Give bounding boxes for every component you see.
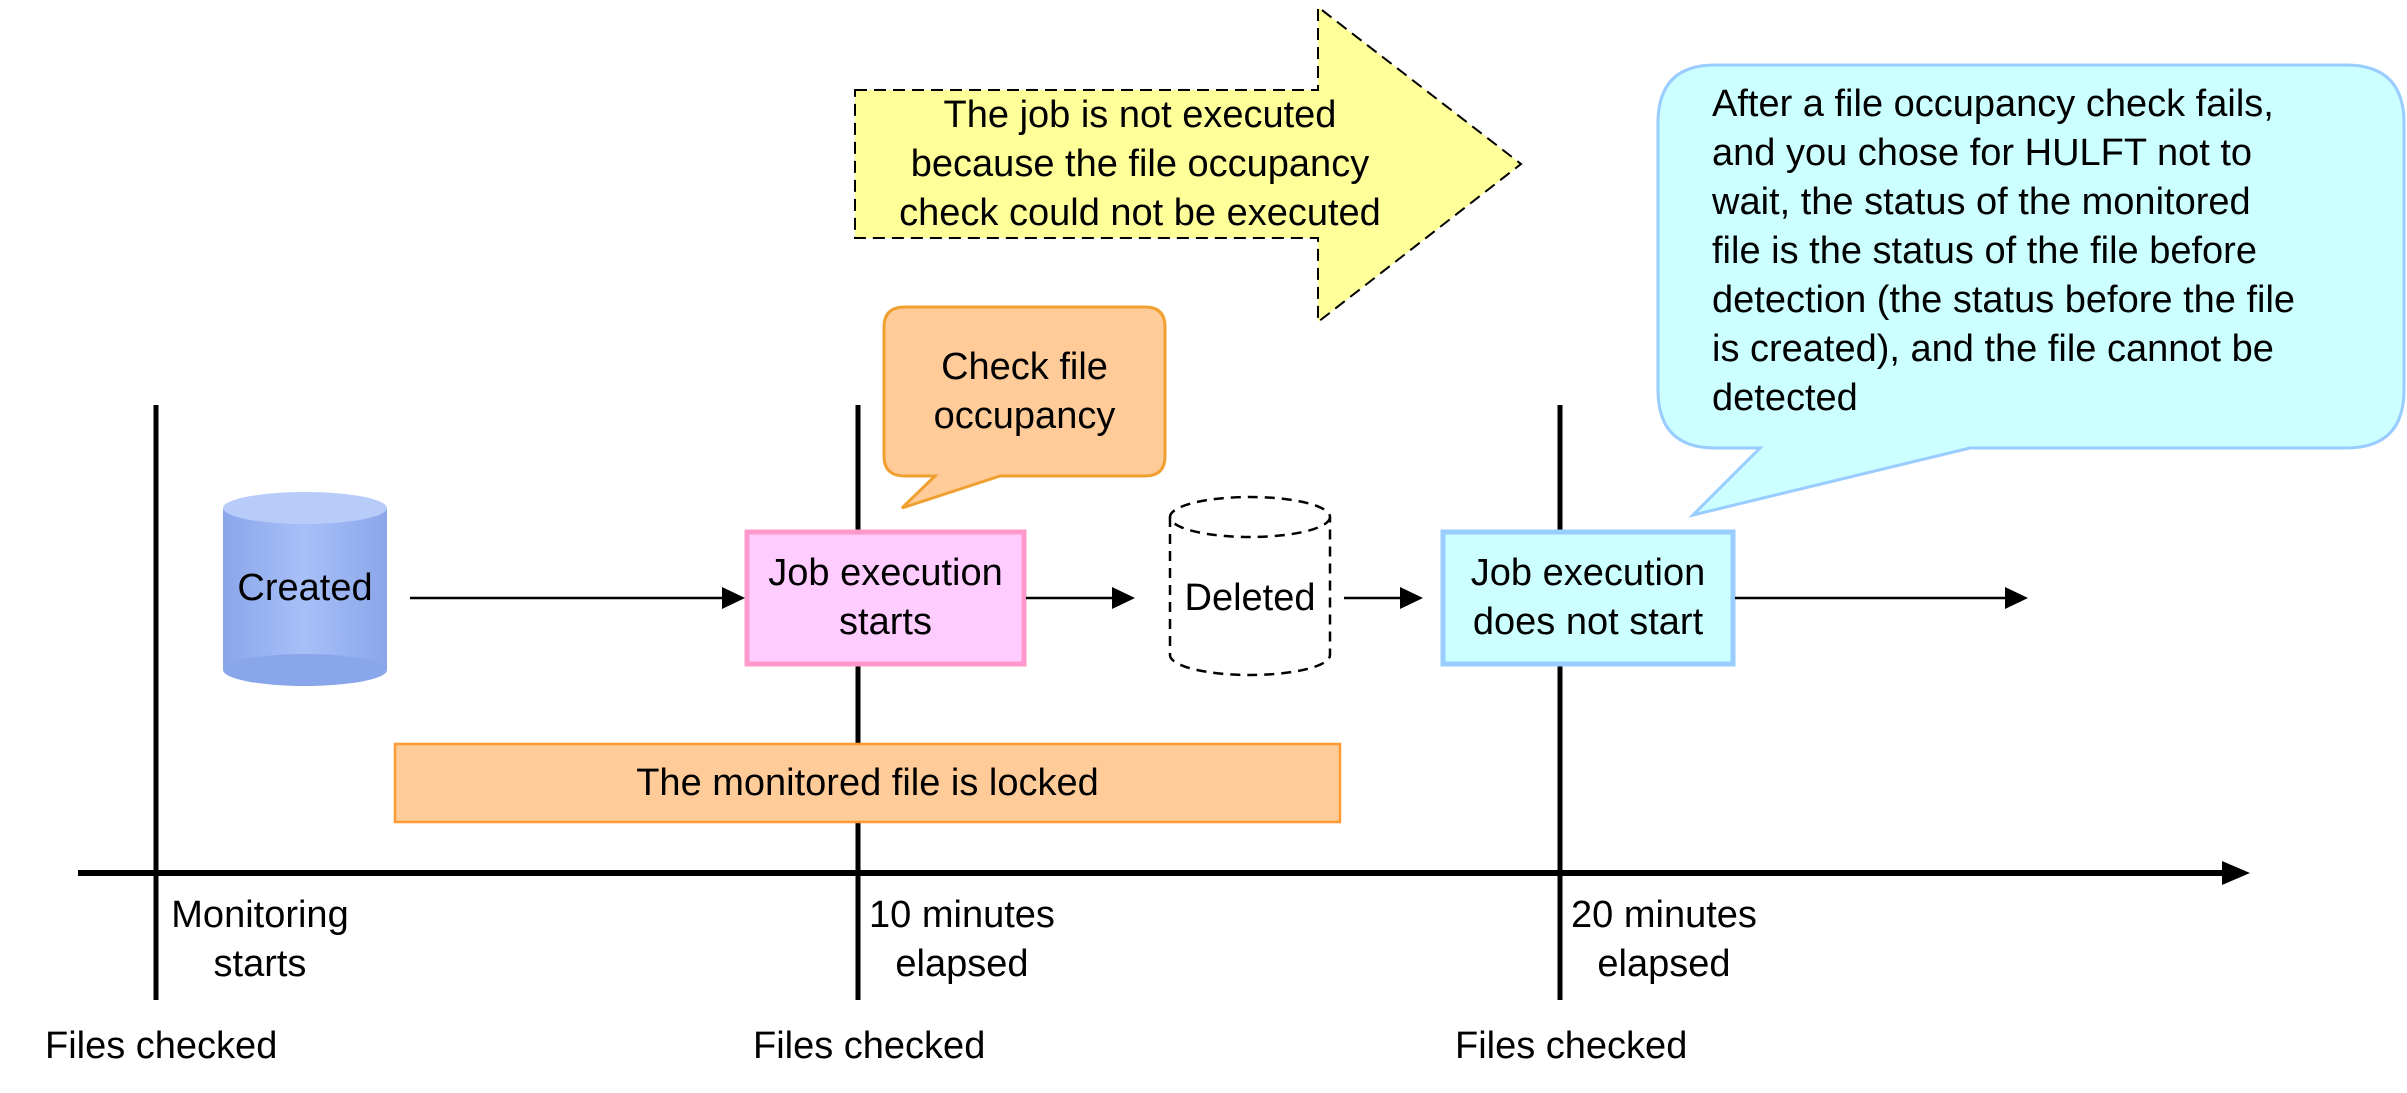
- status-callout-text: After a file occupancy check fails, and …: [1712, 83, 2296, 419]
- job-starts-box: [744, 529, 1027, 667]
- note-block-arrow: [854, 4, 1523, 325]
- status-callout-shape: [1656, 63, 2406, 518]
- flow-arrows: [410, 587, 2028, 609]
- deleted-label: Deleted: [1184, 576, 1316, 619]
- files-checked-2: Files checked: [1455, 1024, 1688, 1067]
- locked-bar: [393, 742, 1342, 824]
- job-not-start-box: [1440, 529, 1736, 667]
- arrow-note-text: The job is not executed because the file…: [899, 93, 1381, 234]
- check-callout-shape: [882, 305, 1167, 510]
- tick-label-1: 10 minutes elapsed: [869, 894, 1055, 985]
- tick-label-0: Monitoring starts: [171, 894, 349, 985]
- time-axis-arrowhead: [2222, 861, 2250, 885]
- created-cylinder: [223, 492, 387, 686]
- deleted-cylinder: [1168, 495, 1332, 677]
- files-checked-0: Files checked: [45, 1024, 278, 1067]
- tick-label-2: 20 minutes elapsed: [1571, 894, 1757, 985]
- check-callout-text: Check file occupancy: [933, 345, 1116, 437]
- created-label: Created: [237, 566, 373, 609]
- files-checked-1: Files checked: [753, 1024, 986, 1067]
- locked-bar-label: The monitored file is locked: [636, 761, 1099, 804]
- job-not-start-label: Job execution does not start: [1470, 552, 1706, 643]
- job-starts-label: Job execution starts: [768, 552, 1003, 643]
